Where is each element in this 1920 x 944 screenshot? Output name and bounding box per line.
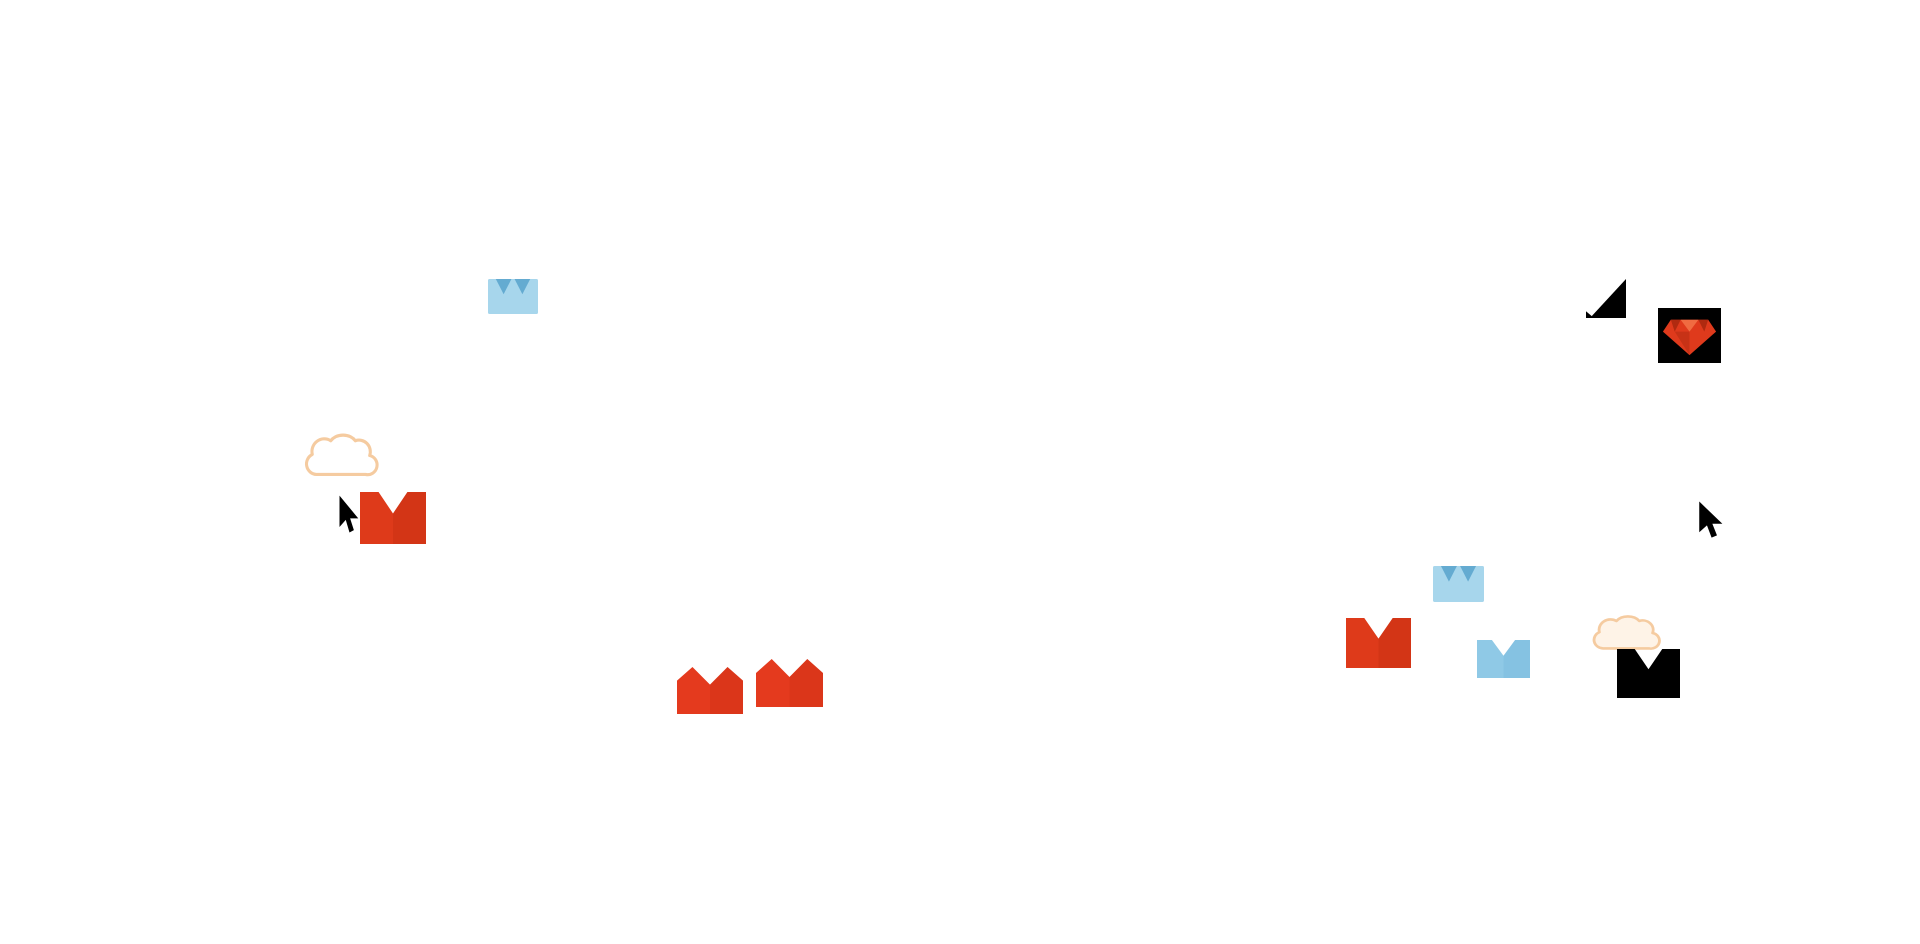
blue-gem-3[interactable]	[1477, 640, 1530, 678]
cloud-2	[1588, 609, 1664, 657]
blue-crown-gem-2[interactable]	[1433, 566, 1484, 602]
red-gem-1[interactable]	[360, 492, 426, 544]
red-gem-4[interactable]	[756, 657, 823, 707]
black-cursor-1	[332, 494, 362, 538]
red-gem-2[interactable]	[1346, 618, 1411, 668]
blue-crown-gem-1[interactable]	[488, 279, 538, 314]
cloud-1	[300, 426, 382, 485]
red-gem-3[interactable]	[677, 665, 743, 714]
black-cursor-2	[1690, 500, 1727, 543]
black-corner-triangle-1	[1586, 279, 1630, 320]
black-gem-1[interactable]	[1617, 649, 1680, 698]
ruby-gem-1[interactable]	[1658, 308, 1721, 363]
